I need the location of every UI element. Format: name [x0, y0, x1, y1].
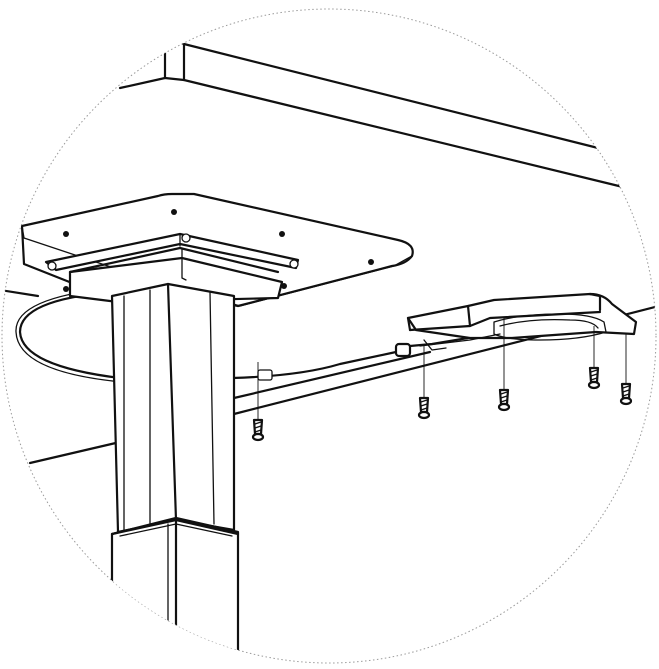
plate-hole	[171, 209, 177, 215]
plate-hole	[279, 231, 285, 237]
plate-hole	[63, 231, 69, 237]
control-box-screw	[619, 334, 633, 406]
leg-top-bracket	[44, 232, 300, 304]
control-box-screw	[587, 326, 601, 390]
cable-clip	[257, 369, 273, 381]
plate-hole	[368, 259, 374, 265]
plate-screw	[251, 362, 265, 442]
control-box	[406, 292, 638, 351]
cable-connector	[394, 342, 412, 358]
leg-column	[110, 282, 240, 663]
motor-cable	[15, 287, 498, 383]
detail-view-circle	[1, 8, 657, 664]
control-box-screw	[497, 318, 511, 412]
plate-hole	[63, 286, 69, 292]
control-box-screw	[417, 346, 431, 420]
